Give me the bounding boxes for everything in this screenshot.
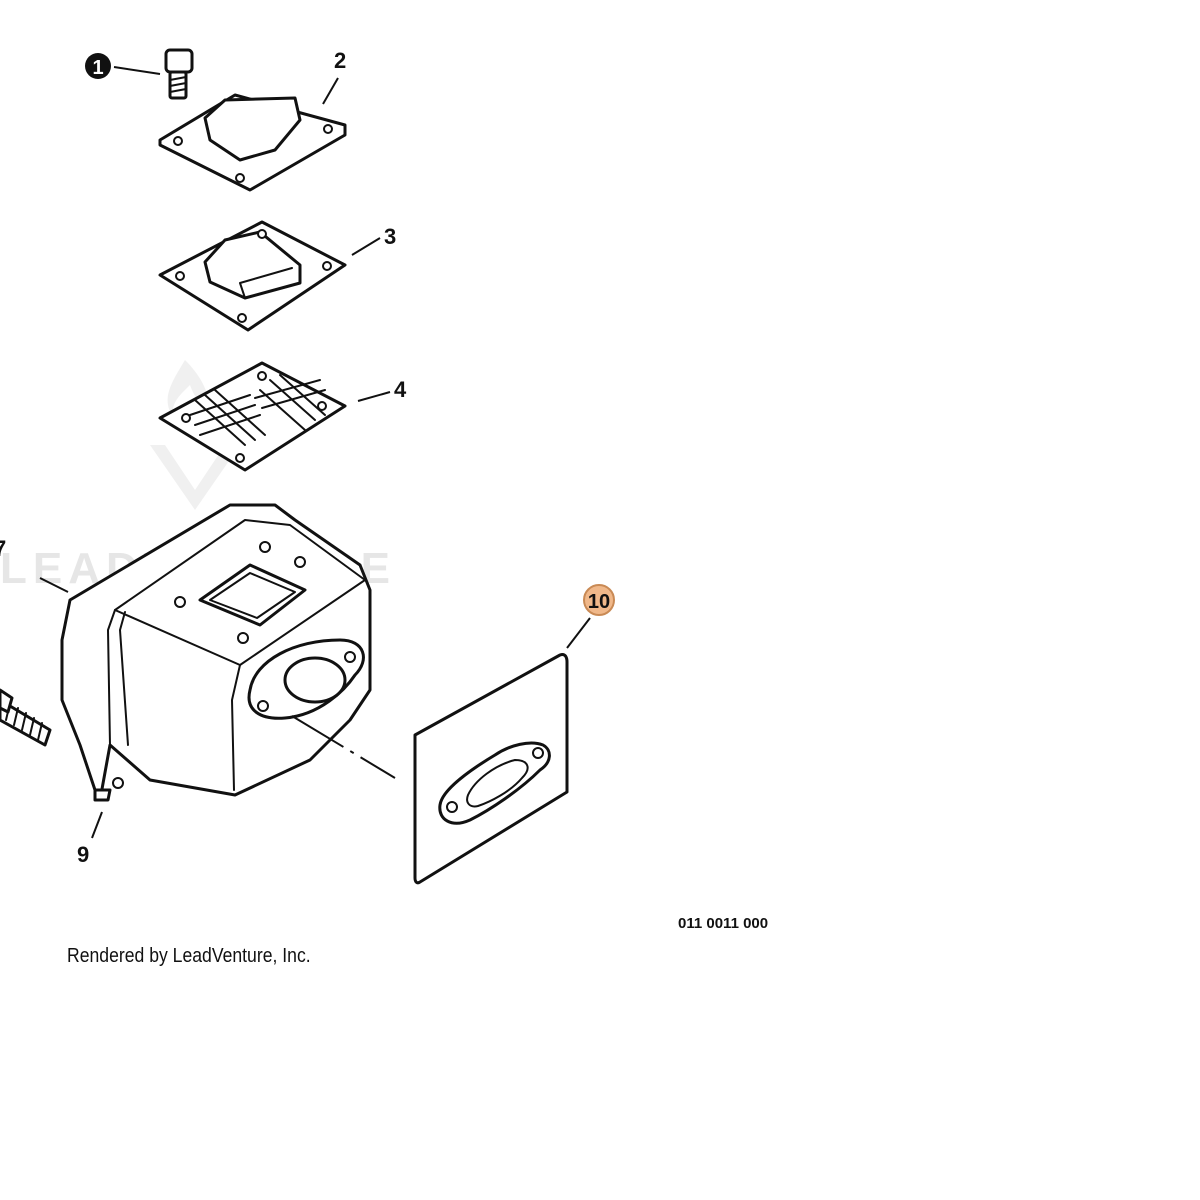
part-1-bolt[interactable] bbox=[164, 48, 194, 100]
watermark-logo bbox=[150, 360, 240, 510]
diagram-code: 011 0011 000 bbox=[678, 915, 769, 932]
callout-7-label: 7 bbox=[0, 536, 6, 561]
callout-7[interactable]: 7 bbox=[0, 536, 69, 593]
part-7-stud[interactable] bbox=[0, 688, 52, 747]
footer-note: Rendered by LeadVenture, Inc. bbox=[67, 945, 311, 967]
callout-3[interactable]: 3 bbox=[351, 224, 396, 256]
callout-10-highlight bbox=[583, 584, 615, 616]
callout-9-label: 9 bbox=[77, 842, 89, 867]
callout-3-label: 3 bbox=[384, 224, 396, 249]
callout-4[interactable]: 4 bbox=[357, 377, 407, 402]
assembly-line bbox=[291, 715, 396, 779]
callout-1-label: 1 bbox=[92, 57, 103, 79]
callout-2-label: 2 bbox=[334, 48, 346, 73]
callout-9[interactable]: 9 bbox=[77, 811, 103, 867]
callout-4-label: 4 bbox=[394, 377, 407, 402]
part-2-cover[interactable] bbox=[158, 93, 347, 192]
part-3-baffle[interactable] bbox=[158, 220, 347, 332]
part-4-screen[interactable] bbox=[158, 361, 347, 472]
callout-10-label: 10 bbox=[588, 591, 610, 613]
part-10-gasket[interactable] bbox=[413, 653, 569, 885]
callout-1[interactable]: 1 bbox=[85, 53, 161, 79]
callout-2[interactable]: 2 bbox=[322, 48, 346, 105]
part-9-muffler[interactable] bbox=[60, 503, 372, 802]
callout-10[interactable]: 10 bbox=[566, 584, 615, 649]
